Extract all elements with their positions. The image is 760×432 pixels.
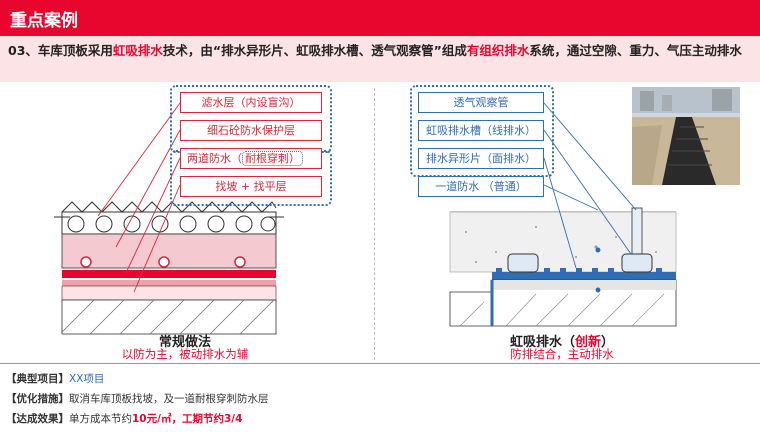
filter-layer-label: 滤水层（内设盲沟） (180, 92, 322, 113)
project-key: 【典型项目】 (6, 373, 69, 385)
intro-highlight: 虹吸排水 (112, 43, 163, 58)
effect-key: 【达成效果】 (6, 413, 69, 425)
intro-part: 03、车库顶板采用 (8, 43, 113, 58)
measure-key: 【优化措施】 (6, 393, 69, 405)
drainage-sheet-label: 排水异形片（面排水） (418, 148, 544, 169)
waterproof-label-a: 两道防水（ (187, 152, 242, 165)
measure-row: 【优化措施】取消车库顶板找坡，及一道耐根穿刺防水层 (6, 391, 269, 406)
left-caption-title: 常规做法 (158, 335, 211, 350)
project-row: 【典型项目】XX项目 (6, 371, 104, 386)
measure-value: 取消车库顶板找坡，及一道耐根穿刺防水层 (69, 393, 269, 405)
waterproof-label: 两道防水（耐根穿刺） (180, 148, 322, 169)
project-value: XX项目 (69, 373, 105, 385)
center-divider (374, 88, 375, 360)
site-photo (632, 87, 740, 185)
root-resist-label: 耐根穿刺） (242, 151, 303, 166)
siphon-section-diagram (449, 102, 677, 327)
intro-banner: 03、车库顶板采用虹吸排水技术，由“排水异形片、虹吸排水槽、透气观察管”组成有组… (0, 36, 760, 82)
right-caption-title: 虹吸排水（创新） (492, 331, 632, 350)
effect-value-b: 10元/㎡，工期节约3/4 (132, 413, 243, 425)
waterproof-normal-label: 一道防水 （普通） (418, 176, 544, 197)
intro-highlight: 有组织排水 (466, 43, 530, 58)
effect-value-a: 单方成本节约 (69, 413, 132, 425)
left-caption-sub: 以防为主，被动排水为辅 (121, 347, 249, 361)
protection-layer-label: 细石砼防水保护层 (180, 120, 322, 141)
page-title: 重点案例 (10, 11, 78, 31)
intro-part: 系统，通过空隙、重力、气压主动排水 (529, 43, 742, 58)
right-caption-c: ） (601, 335, 615, 350)
conventional-section-diagram (54, 102, 284, 335)
right-caption-highlight: 创新 (574, 335, 601, 350)
intro-text: 03、车库顶板采用虹吸排水技术，由“排水异形片、虹吸排水槽、透气观察管”组成有组… (8, 41, 753, 60)
slope-layer-label: 找坡 + 找平层 (180, 176, 322, 197)
siphon-channel-label: 虹吸排水槽（线排水） (418, 120, 544, 141)
bottom-divider (0, 363, 760, 364)
intro-part: 技术，由“排水异形片、虹吸排水槽、透气观察管”组成 (162, 43, 467, 58)
right-caption-a: 虹吸排水（ (509, 335, 575, 350)
header-bar: 重点案例 (0, 0, 760, 36)
right-caption-sub: 防排结合，主动排水 (510, 347, 614, 361)
vent-pipe-label: 透气观察管 (418, 92, 544, 113)
effect-row: 【达成效果】单方成本节约10元/㎡，工期节约3/4 (6, 411, 242, 426)
